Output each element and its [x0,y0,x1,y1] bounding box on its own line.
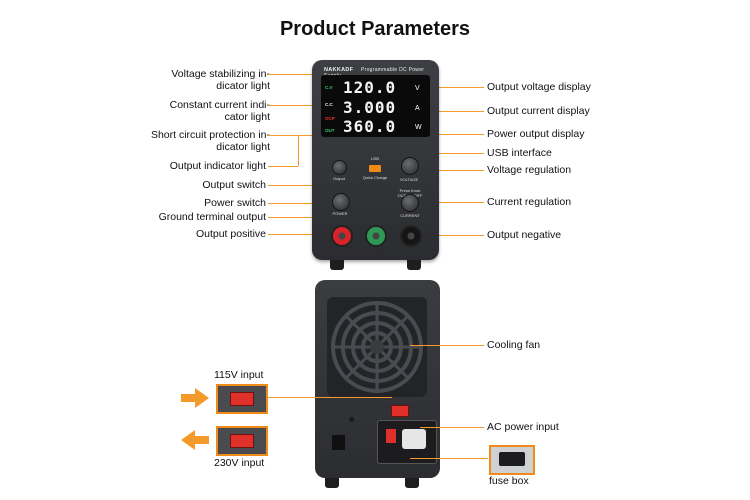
plug-pins [402,429,426,449]
ground-screw [349,417,354,422]
voltage-unit: V [415,85,420,92]
power-unit: W [415,124,422,131]
leader-line [410,458,488,459]
label-ground-terminal: Ground terminal output [158,211,266,223]
label-voltage-regulation: Voltage regulation [487,164,572,176]
label-current-regulation: Current regulation [487,196,572,208]
cc-indicator: C.C [325,102,333,107]
power-label: POWER [332,211,348,216]
current-unit: A [415,105,420,112]
label-output-current-display: Output current display [487,105,590,117]
page-title: Product Parameters [279,18,471,40]
leader-line [268,105,324,106]
power-button[interactable] [332,193,350,211]
label-115v: 115V input [214,369,264,381]
leader-line [268,74,324,75]
ground-terminal[interactable] [365,225,387,247]
current-knob[interactable] [401,194,419,212]
cv-indicator: C.V [325,85,333,90]
leader-line [420,111,484,112]
power-supply-rear [315,280,440,488]
label-constant-current: Constant current indi- cator light [169,99,270,123]
voltage-display: 120.0 [343,78,397,97]
arrow-right-icon [181,388,209,408]
label-short-circuit: Short circuit protection in- dicator lig… [150,129,270,153]
leader-line [268,234,340,235]
leader-line [420,427,484,428]
label-output-indicator: Output indicator light [169,160,266,172]
label-output-negative: Output negative [487,229,562,241]
leader-line [420,134,484,135]
fuse-box-image [489,445,535,475]
leader-line [420,87,484,88]
power-supply-front: NAKKADF Programmable DC Power Supply C.V… [312,60,439,270]
output-button[interactable] [332,160,347,175]
leader-line [410,202,484,203]
current-display: 3.000 [343,98,397,117]
foot [330,260,344,270]
leader-line [410,345,484,346]
cooling-fan-grille [327,297,427,397]
leader-line [410,170,484,171]
label-cooling-fan: Cooling fan [487,339,541,351]
output-label: Output [332,176,345,181]
leader-line [410,235,484,236]
fan-icon [331,301,423,393]
ac-switch-red[interactable] [386,429,396,443]
rear-vent [332,435,345,450]
leader-line [268,185,340,186]
usb-sublabel: Quick Charge [362,175,388,180]
usb-label: USB [370,156,380,161]
leader-line [298,136,299,166]
label-voltage-stabilizing: Voltage stabilizing in- dicator light [171,68,270,92]
foot [325,478,339,488]
label-230v: 230V input [214,457,265,469]
foot [407,260,421,270]
label-fuse-box: fuse box [489,475,529,487]
leader-line [268,135,324,136]
fuse-icon [499,452,525,466]
label-power-output-display: Power output display [487,128,585,140]
label-power-switch: Power switch [204,197,266,209]
red-switch-icon [230,434,254,448]
label-output-switch: Output switch [202,179,266,191]
voltage-label: VOLTAGE [399,177,419,182]
out-indicator: OUT [325,128,335,133]
usb-port[interactable] [369,165,381,172]
current-label: CURRENT [400,213,420,218]
foot [405,478,419,488]
leader-line [268,397,392,398]
voltage-knob[interactable] [401,157,419,175]
display-screen: C.V C.C OCP OUT 120.0 V 3.000 A 360.0 W [321,75,430,137]
label-output-positive: Output positive [195,228,266,240]
ocp-indicator: OCP [325,116,335,121]
label-output-voltage-display: Output voltage display [487,81,591,93]
switch-230v-image [216,426,268,456]
label-ac-power-input: AC power input [487,421,559,433]
voltage-select-switch[interactable] [391,405,409,417]
switch-115v-image [216,384,268,414]
negative-terminal[interactable] [400,225,422,247]
brand-logo: NAKKADF [324,67,354,73]
label-usb-interface: USB interface [487,147,552,159]
red-switch-icon [230,392,254,406]
leader-line [268,203,340,204]
power-display: 360.0 [343,117,397,136]
leader-line [268,166,298,167]
arrow-left-icon [181,430,209,450]
positive-terminal[interactable] [331,225,353,247]
